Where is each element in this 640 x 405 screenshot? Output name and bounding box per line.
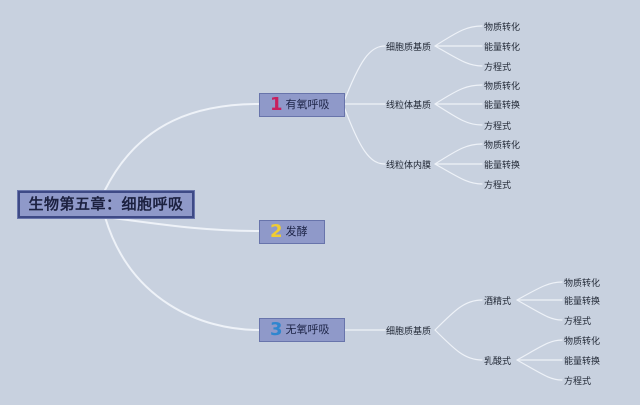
root-topic[interactable]: 生物第五章：细胞呼吸: [17, 190, 195, 219]
subtopic-inner-mitochondrial-membrane[interactable]: 线粒体内膜: [386, 161, 432, 171]
leaf-item[interactable]: 能量转化: [484, 43, 521, 53]
branch-number: 1: [270, 94, 283, 115]
subtopic-lactic-acid-type[interactable]: 乳酸式: [484, 357, 512, 367]
subtopic-cytoplasm-matrix[interactable]: 细胞质基质: [386, 327, 432, 337]
leaf-item[interactable]: 方程式: [564, 377, 592, 387]
branch-number: 3: [270, 319, 283, 340]
leaf-item[interactable]: 物质转化: [484, 23, 521, 33]
leaf-item[interactable]: 物质转化: [564, 279, 601, 289]
subtopic-alcohol-type[interactable]: 酒精式: [484, 297, 512, 307]
leaf-item[interactable]: 物质转化: [564, 337, 601, 347]
leaf-item[interactable]: 能量转换: [484, 101, 521, 111]
leaf-item[interactable]: 方程式: [484, 181, 512, 191]
subtopic-cytoplasm-matrix[interactable]: 细胞质基质: [386, 43, 432, 53]
subtopic-mitochondrial-matrix[interactable]: 线粒体基质: [386, 101, 432, 111]
branch-label: 有氧呼吸: [285, 98, 330, 111]
branch-label: 发酵: [285, 225, 308, 238]
branch-number: 2: [270, 221, 283, 242]
leaf-item[interactable]: 方程式: [484, 63, 512, 73]
leaf-item[interactable]: 物质转化: [484, 141, 521, 151]
leaf-item[interactable]: 能量转换: [564, 357, 601, 367]
leaf-item[interactable]: 物质转化: [484, 82, 521, 92]
leaf-item[interactable]: 能量转换: [564, 297, 601, 307]
branch-label: 无氧呼吸: [285, 323, 330, 336]
leaf-item[interactable]: 方程式: [484, 122, 512, 132]
leaf-item[interactable]: 方程式: [564, 317, 592, 327]
leaf-item[interactable]: 能量转换: [484, 161, 521, 171]
